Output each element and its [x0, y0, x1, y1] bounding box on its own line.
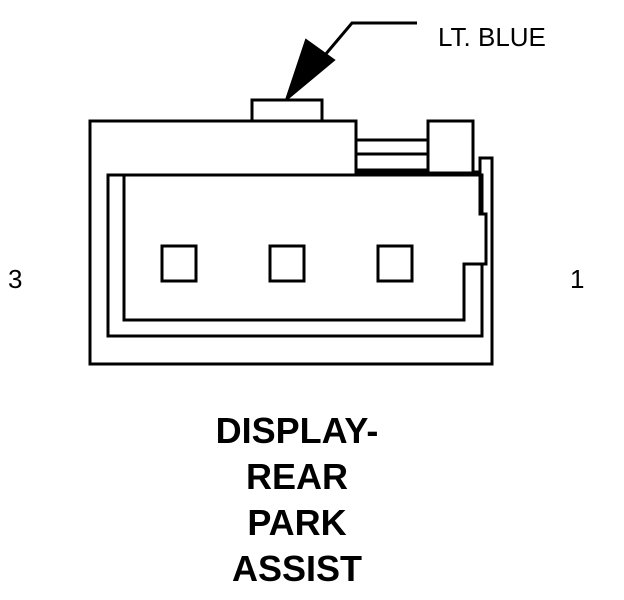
connector-lock-block [426, 119, 475, 175]
connector-top-tab [250, 98, 324, 123]
callout-leader-line [312, 21, 417, 69]
connector-title-line: PARK [247, 502, 347, 543]
connector-title-line: ASSIST [231, 548, 363, 589]
connector-lock-bar-upper [354, 138, 430, 156]
connector-title: DISPLAY- REAR PARK ASSIST [0, 408, 594, 592]
connector-title-line: DISPLAY- [215, 410, 379, 451]
callout-arrowhead-icon [283, 38, 336, 104]
connector-title-line: REAR [245, 456, 348, 497]
pin-number-right: 1 [570, 264, 584, 294]
pin-cavity-1 [376, 244, 414, 283]
pin-number-left: 3 [8, 264, 22, 294]
pin-cavity-3 [160, 244, 198, 283]
connector-lock-bar-lower [354, 152, 430, 172]
wire-color-label: LT. BLUE [438, 22, 546, 52]
pin-cavity-2 [268, 244, 306, 283]
